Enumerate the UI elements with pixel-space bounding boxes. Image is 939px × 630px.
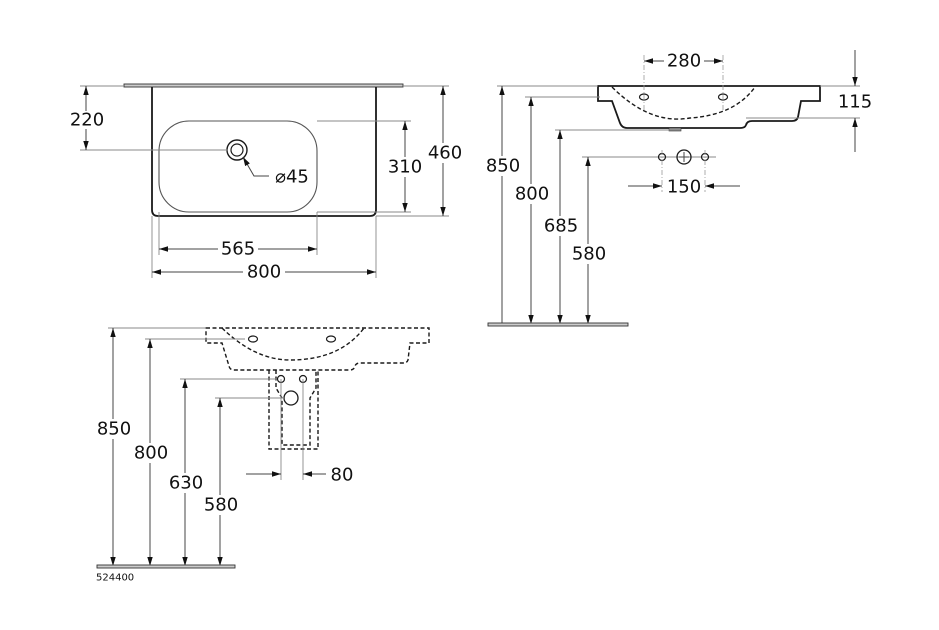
dim-hole-height: 800 — [134, 443, 168, 464]
dim-total-width: 800 — [247, 262, 281, 283]
dim-rim-thickness: 115 — [838, 92, 872, 113]
dim-outlet-height: 580 — [204, 495, 238, 516]
drain-outlet — [668, 127, 682, 132]
pedestal-view: 850 800 630 580 80 524400 — [94, 327, 430, 584]
dim-rim-height: 850 — [486, 156, 520, 177]
dim-basin-width: 565 — [221, 239, 255, 260]
drain-icon — [226, 139, 248, 161]
supply-outlet-icons — [657, 149, 710, 165]
side-view: 280 115 850 800 685 580 150 — [483, 50, 872, 327]
washbasin-outline — [151, 87, 377, 217]
article-number: 524400 — [96, 573, 134, 584]
floor-strip — [96, 564, 236, 569]
dim-supply-height: 630 — [169, 473, 203, 494]
tap-hole-icon — [325, 335, 337, 343]
floor-strip — [487, 322, 629, 327]
dim-basin-depth: 310 — [388, 157, 422, 178]
dim-hole-height: 800 — [515, 184, 549, 205]
washbasin-hidden-profile — [205, 327, 430, 371]
drain-outlet-icon — [283, 390, 299, 406]
washbasin-profile — [597, 85, 821, 129]
dim-supply-spacing: 80 — [331, 465, 354, 486]
dim-outlet-spacing: 150 — [667, 177, 701, 198]
dim-hole-offset: 220 — [70, 110, 104, 131]
tap-hole-icon — [247, 335, 259, 343]
pedestal-outline — [268, 370, 319, 450]
basin-bowl — [158, 120, 318, 213]
dim-drain-diameter: ⌀45 — [275, 167, 309, 188]
dim-bottom-height: 685 — [544, 216, 578, 237]
dim-tap-spacing: 280 — [667, 51, 701, 72]
top-view: 220 310 460 ⌀45 565 800 — [68, 83, 465, 283]
dim-outlet-height: 580 — [572, 244, 606, 265]
wall-strip — [123, 83, 404, 88]
basin-hidden-line — [611, 86, 756, 120]
dim-total-depth: 460 — [428, 143, 462, 164]
dim-rim-height: 850 — [97, 419, 131, 440]
